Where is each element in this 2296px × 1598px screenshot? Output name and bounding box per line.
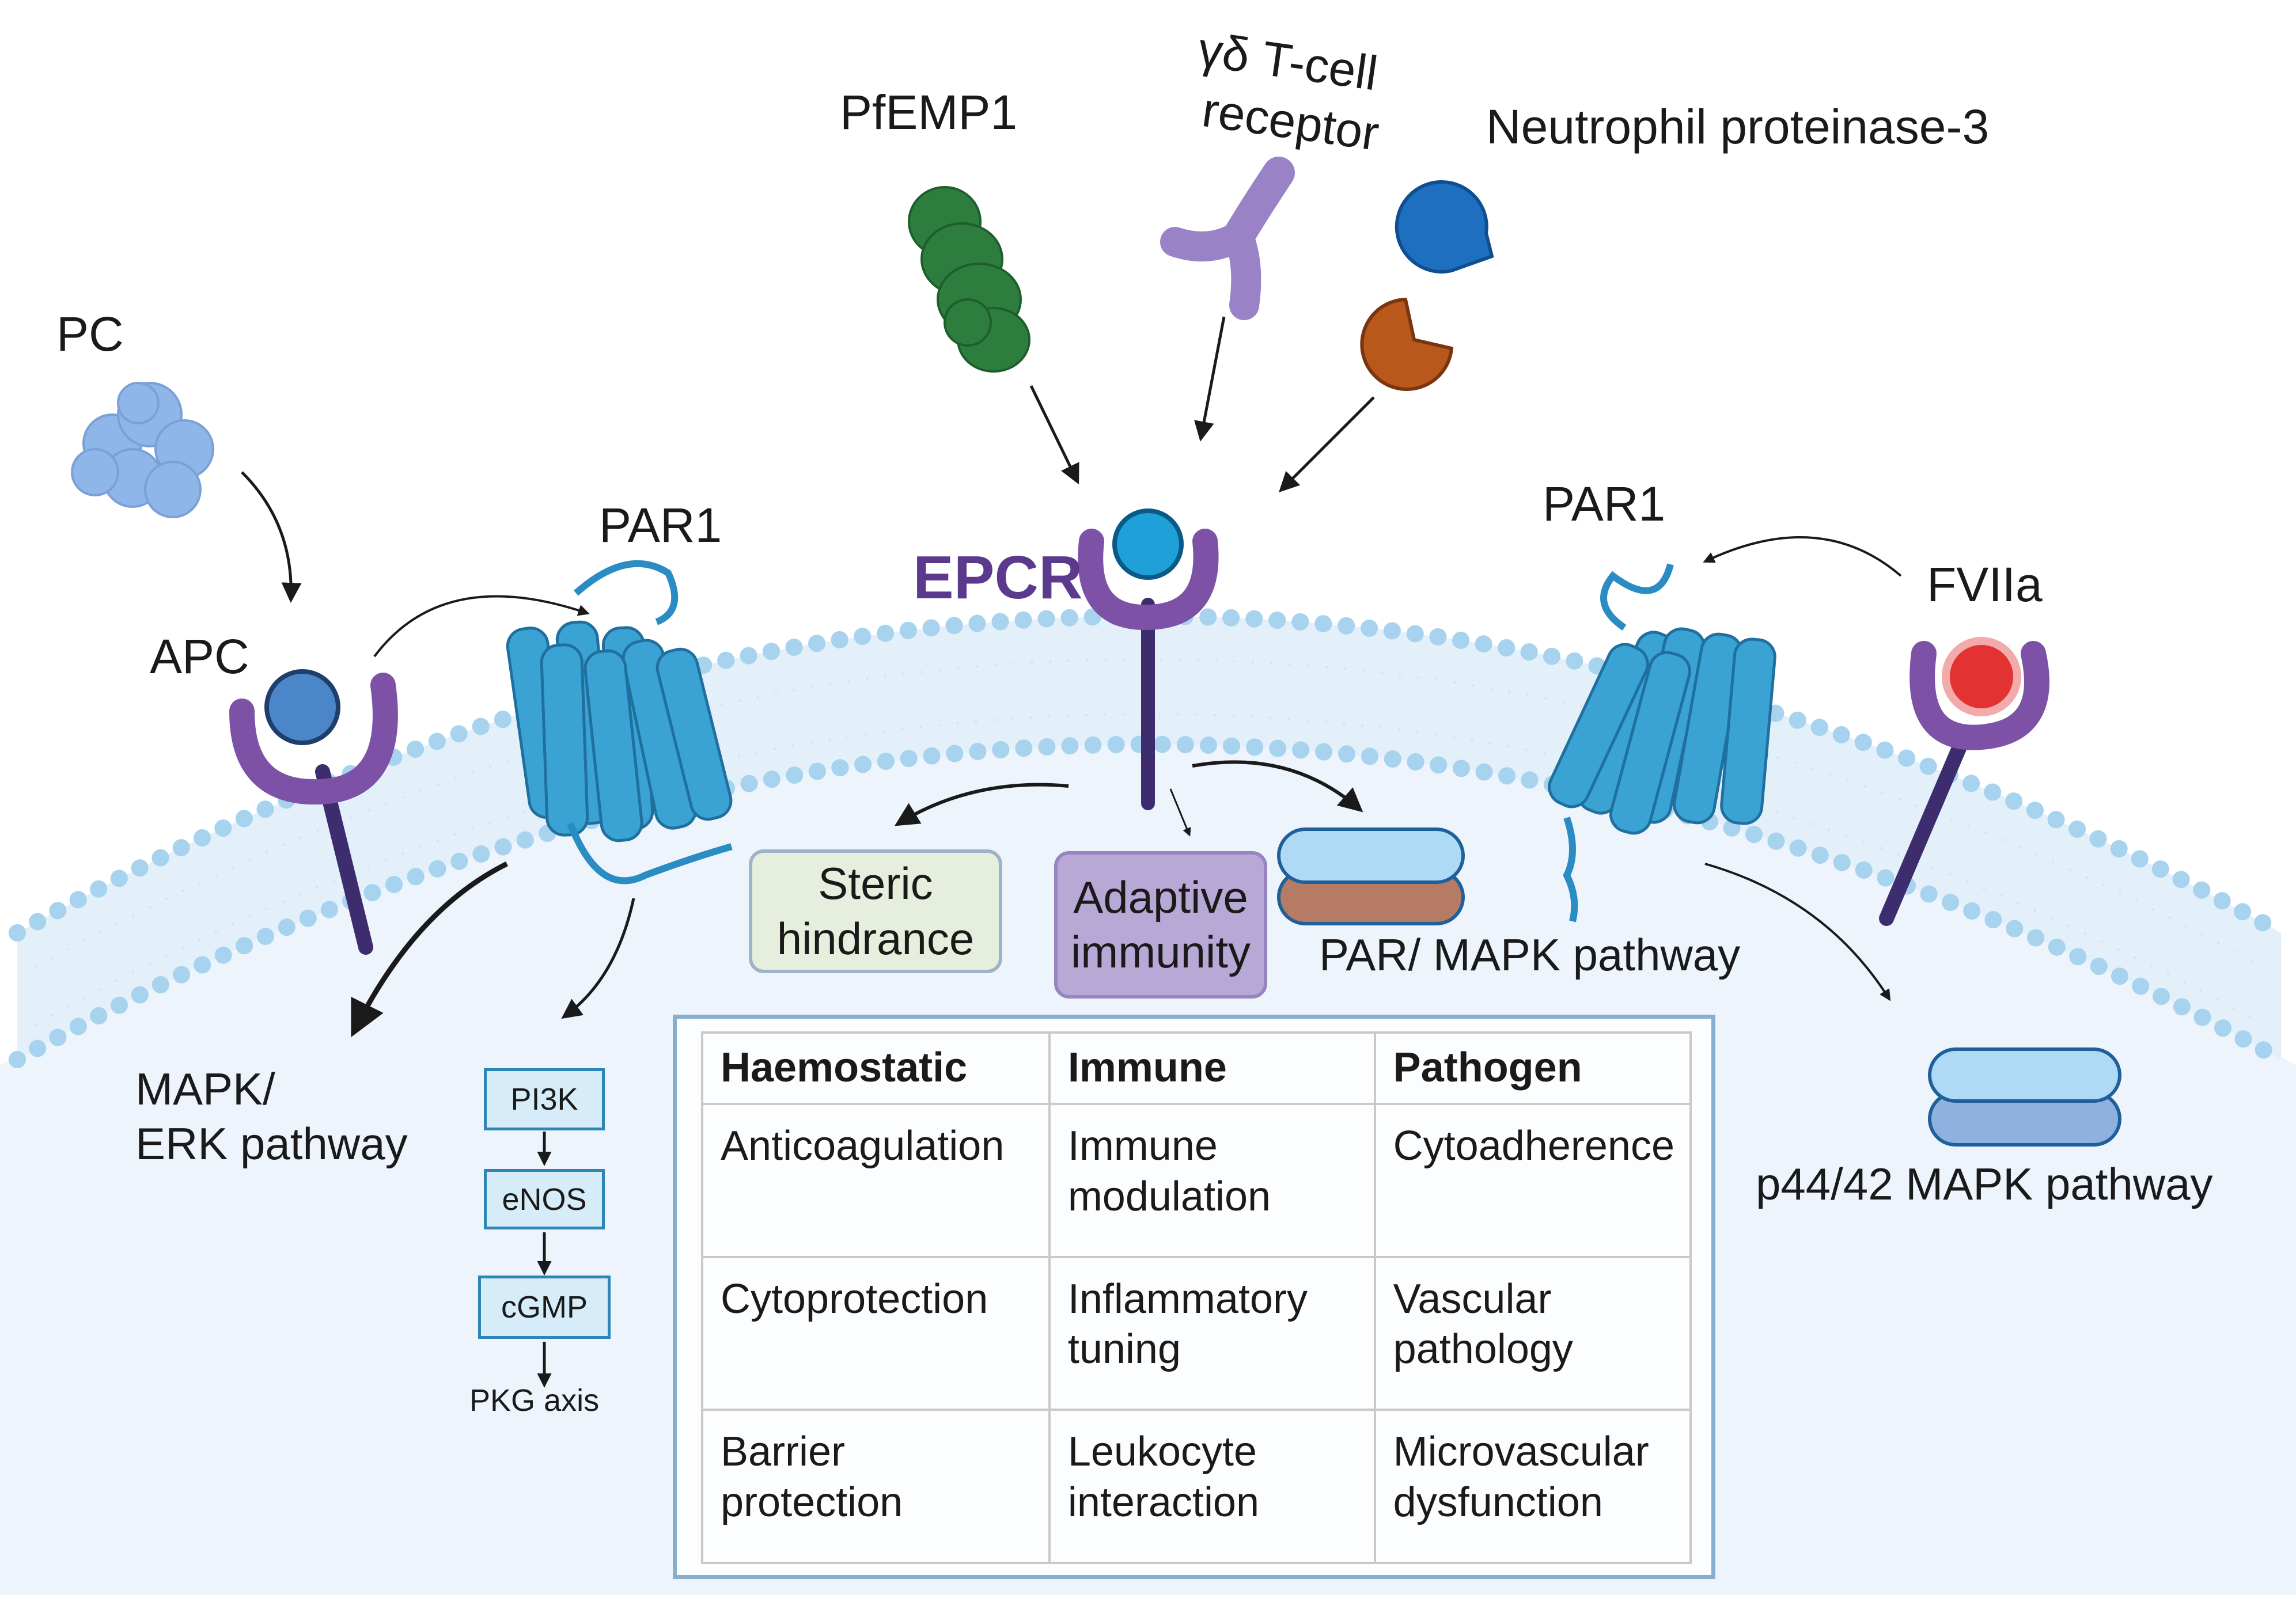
- epcr-receptor-icon: [1078, 508, 1219, 810]
- epcr-to-adaptive-arrow: [1169, 788, 1191, 837]
- cascade-step-enos: eNOS: [484, 1169, 605, 1229]
- pc-to-apc-arrow: [241, 471, 302, 603]
- mapk-erk-label-line2: ERK pathway: [135, 1118, 408, 1169]
- pc-protein-icon: [71, 382, 214, 518]
- adaptive-immunity-box: Adaptive immunity: [1054, 851, 1267, 999]
- function-table-frame: Haemostatic Immune Pathogen Anticoagulat…: [673, 1015, 1715, 1579]
- table-header-haemostatic: Haemostatic: [701, 1031, 1051, 1105]
- pkg-axis-label: PKG axis: [469, 1383, 600, 1418]
- table-header-immune: Immune: [1048, 1031, 1376, 1105]
- pc-label: PC: [56, 307, 124, 361]
- table-cell: Barrier protection: [701, 1409, 1051, 1564]
- function-table: Haemostatic Immune Pathogen Anticoagulat…: [701, 1031, 1692, 1564]
- epcr-to-steric-arrow: [894, 783, 1069, 826]
- table-row: Cytoprotection Inflammatory tuning Vascu…: [701, 1255, 1692, 1411]
- par1-to-pi3k-arrow: [561, 898, 635, 1019]
- neutrophil-label: Neutrophil proteinase-3: [1486, 100, 1990, 154]
- table-cell: Anticoagulation: [701, 1103, 1051, 1258]
- par1-left-icon: [506, 560, 733, 885]
- table-cell: Vascular pathology: [1373, 1255, 1692, 1411]
- par1-to-p44-arrow: [1704, 863, 1891, 1001]
- pfemp1-protein-icon: [908, 186, 1030, 373]
- epcr-to-par-mapk-arrow: [1192, 760, 1363, 813]
- apc-label: APC: [150, 629, 249, 684]
- fviia-label: FVIIa: [1927, 557, 2043, 612]
- apc-receptor-icon: [229, 669, 398, 955]
- par1-left-label: PAR1: [599, 498, 722, 552]
- cascade-step-pi3k: PI3K: [484, 1068, 605, 1130]
- apc-to-par1-arrow: [373, 595, 590, 658]
- neutrophil-brown-icon: [1360, 297, 1454, 391]
- table-cell: Immune modulation: [1048, 1103, 1376, 1258]
- fviia-receptor-icon: [1879, 637, 2049, 926]
- p44-42-capsule-icon: [1928, 1047, 2121, 1147]
- pfemp1-arrow: [1029, 385, 1079, 485]
- steric-hindrance-box: Steric hindrance: [749, 849, 1002, 973]
- neutrophil-arrow: [1279, 396, 1375, 492]
- table-cell: Inflammatory tuning: [1048, 1255, 1376, 1411]
- table-cell: Cytoprotection: [701, 1255, 1051, 1411]
- mapk-erk-label-line1: MAPK/: [135, 1064, 275, 1114]
- table-row: Barrier protection Leukocyte interaction…: [701, 1409, 1692, 1564]
- table-header-pathogen: Pathogen: [1373, 1031, 1692, 1105]
- table-cell: Leukocyte interaction: [1048, 1409, 1376, 1564]
- table-row: Anticoagulation Immune modulation Cytoad…: [701, 1103, 1692, 1258]
- cascade-step-cgmp: cGMP: [478, 1276, 611, 1339]
- gd-tcell-receptor-icon: [1160, 157, 1295, 320]
- neutrophil-blue-icon: [1395, 180, 1494, 274]
- par1-right-icon: [1548, 563, 1776, 923]
- table-cell: Microvascular dysfunction: [1373, 1409, 1692, 1564]
- apc-to-mapk-arrow: [351, 861, 509, 1038]
- membrane-inner-dots: [9, 735, 2290, 1068]
- pfemp1-label: PfEMP1: [840, 85, 1018, 139]
- tcell-arrow: [1194, 316, 1226, 442]
- p44-42-label: p44/42 MAPK pathway: [1756, 1159, 2213, 1209]
- table-cell: Cytoadherence: [1373, 1103, 1692, 1258]
- epcr-label: EPCR: [913, 544, 1083, 612]
- table-header-row: Haemostatic Immune Pathogen: [701, 1031, 1692, 1105]
- par-mapk-capsule-icon: [1277, 828, 1465, 925]
- par1-right-label: PAR1: [1543, 477, 1666, 531]
- par-mapk-label: PAR/ MAPK pathway: [1319, 929, 1741, 980]
- fviia-to-par1-arrow: [1703, 536, 1902, 577]
